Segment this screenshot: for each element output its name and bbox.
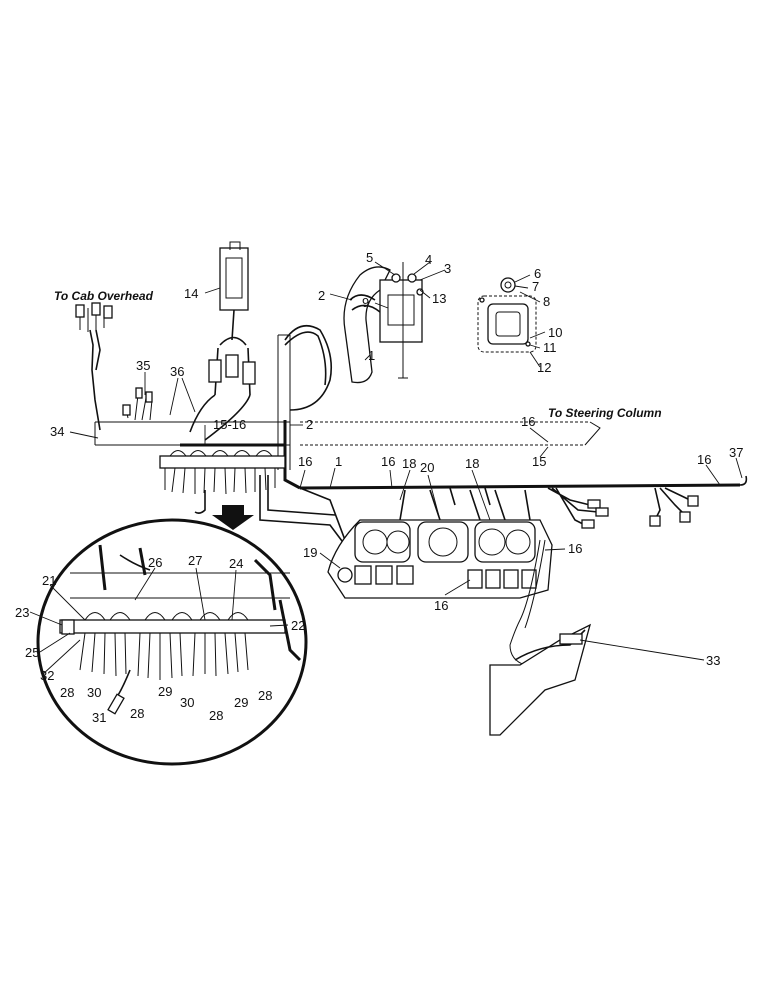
callout-30: 30 (87, 685, 101, 700)
callout-28: 28 (209, 708, 223, 723)
callout-24: 24 (229, 556, 243, 571)
callout-25: 25 (25, 645, 39, 660)
callout-15: 15 (532, 454, 546, 469)
callout-34: 34 (50, 424, 64, 439)
callout-1: 1 (335, 454, 342, 469)
callout-13: 13 (432, 291, 446, 306)
callout-18: 18 (465, 456, 479, 471)
callout-10: 10 (548, 325, 562, 340)
bundle-35 (122, 387, 153, 421)
callout-16: 16 (298, 454, 312, 469)
callout-16: 16 (697, 452, 711, 467)
callout-2: 2 (318, 288, 325, 303)
callout-20: 20 (420, 460, 434, 475)
callout-19: 19 (303, 545, 317, 560)
module-14 (189, 241, 256, 441)
switch-harness (284, 324, 333, 411)
callout-31: 31 (92, 710, 106, 725)
callout-11: 11 (543, 340, 557, 355)
callout-1: 1 (368, 348, 375, 363)
callout-16: 16 (521, 414, 535, 429)
callout-21: 21 (42, 573, 56, 588)
right-branches (547, 487, 699, 529)
callout-12: 12 (537, 360, 551, 375)
callout-14: 14 (184, 286, 198, 301)
callout-18: 18 (402, 456, 416, 471)
instrument-cluster (327, 487, 553, 599)
callout-numbers: 1 1 2 2 3 4 5 6 7 8 9 10 11 12 13 14 15 … (15, 250, 743, 725)
callout-5: 5 (366, 250, 373, 265)
callout-16: 16 (568, 541, 582, 556)
callout-4: 4 (425, 252, 432, 267)
frame-member (94, 421, 601, 446)
callout-15-16: 15-16 (213, 417, 246, 432)
callout-28: 28 (130, 706, 144, 721)
detail-view (36, 518, 308, 766)
callout-6: 6 (534, 266, 541, 281)
note-cab-overhead: To Cab Overhead (54, 289, 154, 303)
callout-27: 27 (188, 553, 202, 568)
callout-16: 16 (434, 598, 448, 613)
note-steering-column: To Steering Column (548, 406, 662, 420)
detail-arrow (212, 505, 254, 530)
indicator-plate (477, 277, 537, 353)
leader-lines (29, 261, 743, 676)
callout-35: 35 (136, 358, 150, 373)
callout-36: 36 (170, 364, 184, 379)
callout-3: 3 (444, 261, 451, 276)
callout-22: 22 (291, 618, 305, 633)
callout-7: 7 (532, 279, 539, 294)
callout-2: 2 (306, 417, 313, 432)
callout-23: 23 (15, 605, 29, 620)
callout-33: 33 (706, 653, 720, 668)
callout-37: 37 (729, 445, 743, 460)
connector-block (159, 450, 286, 514)
cab-overhead-harness (75, 302, 113, 431)
branch-33 (489, 539, 592, 736)
callout-28: 28 (60, 685, 74, 700)
callout-16: 16 (381, 454, 395, 469)
callout-8: 8 (543, 294, 550, 309)
callout-9: 9 (362, 295, 369, 310)
callout-29: 29 (158, 684, 172, 699)
callout-28: 28 (258, 688, 272, 703)
callout-29: 29 (234, 695, 248, 710)
callout-32: 32 (40, 668, 54, 683)
switch-assembly (343, 262, 424, 384)
callout-30: 30 (180, 695, 194, 710)
callout-26: 26 (148, 555, 162, 570)
